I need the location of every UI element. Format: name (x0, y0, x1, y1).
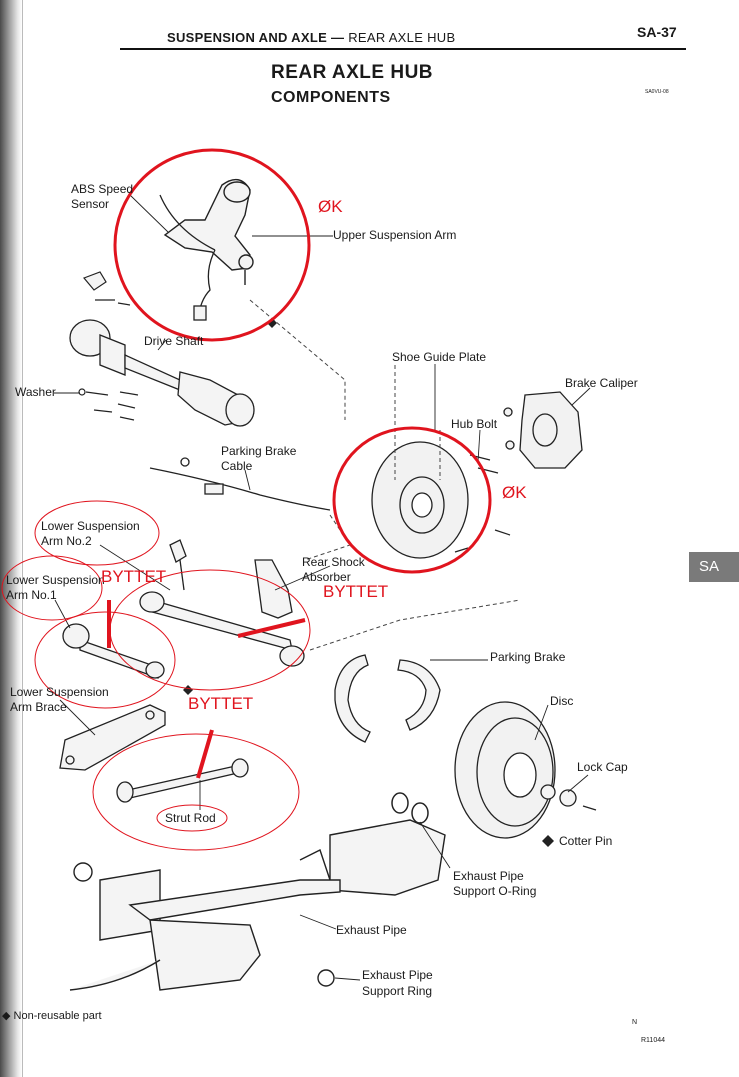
label-parking-brake-cable-1: Parking Brake (221, 444, 297, 458)
circle-lower-arm-no2 (34, 500, 160, 566)
parking-brake-shoes (334, 654, 441, 743)
leader-lines (54, 194, 591, 981)
header-separator: — (330, 30, 345, 45)
annotation-byttet-left: BYTTET (101, 567, 166, 586)
label-exhaust-ring-2: Support Ring (362, 984, 432, 998)
ok-circle-hub (332, 426, 492, 574)
circle-strut-rod-area (92, 733, 300, 851)
label-cotter-pin: Cotter Pin (559, 834, 612, 848)
annotation-ok-upper: ØK (318, 197, 343, 216)
annotation-byttet-right: BYTTET (323, 582, 388, 601)
label-drive-shaft: Drive Shaft (144, 334, 204, 348)
marker-bottom (196, 729, 214, 779)
circle-lower-arms-left (34, 611, 176, 709)
label-rear-shock-2: Absorber (302, 570, 351, 584)
drive-shaft (69, 319, 255, 427)
label-washer: Washer (15, 385, 56, 399)
label-abs-speed-2: Sensor (71, 197, 109, 211)
page-title: REAR AXLE HUB (271, 62, 434, 83)
circle-lower-arm-no1 (1, 555, 103, 621)
washer-bolts (78, 388, 139, 421)
annotation-ok-hub: ØK (502, 483, 527, 502)
footnote-non-reusable: ◆ Non-reusable part (2, 1010, 102, 1022)
page-edge (22, 0, 23, 1077)
label-exhaust-oring-1: Exhaust Pipe (453, 869, 524, 883)
page-number: SA-37 (637, 24, 677, 40)
abs-bracket-left (82, 271, 131, 306)
label-lower-arm-no1-1: Lower Suspension (6, 573, 105, 587)
brake-caliper (503, 391, 583, 469)
parking-brake-cable (149, 457, 331, 511)
label-exhaust-ring-1: Exhaust Pipe (362, 968, 433, 982)
label-upper-suspension-arm: Upper Suspension Arm (333, 228, 456, 242)
ok-circle-upper (113, 148, 311, 342)
header-section: SUSPENSION AND AXLE — REAR AXLE HUB (167, 30, 455, 45)
label-rear-shock-1: Rear Shock (302, 555, 366, 569)
label-lower-arm-no2-1: Lower Suspension (41, 519, 140, 533)
circle-strut-rod-label (156, 804, 228, 832)
shoe-guide-plate (371, 441, 469, 559)
label-lock-cap: Lock Cap (577, 760, 628, 774)
strut-rod (116, 758, 249, 803)
upper-suspension-arm (163, 178, 254, 285)
label-exhaust-pipe: Exhaust Pipe (336, 923, 407, 937)
label-hub-bolt: Hub Bolt (451, 417, 498, 431)
marker-right (237, 618, 306, 638)
label-lower-arm-brace-1: Lower Suspension (10, 685, 109, 699)
section-tab: SA (689, 552, 739, 582)
page-subtitle: COMPONENTS (271, 89, 391, 106)
brake-disc (454, 701, 556, 839)
annotation-byttet-bottom: BYTTET (188, 694, 253, 713)
o-rings (391, 792, 429, 824)
label-disc: Disc (550, 694, 573, 708)
lower-arm-brace (59, 704, 166, 771)
label-abs-speed-1: ABS Speed (71, 182, 133, 196)
label-lower-arm-no1-2: Arm No.1 (6, 588, 57, 602)
lower-suspension-arms (62, 539, 305, 679)
label-brake-caliper: Brake Caliper (565, 376, 638, 390)
lock-cap-cotter (540, 784, 597, 811)
label-lower-arm-brace-2: Arm Brace (10, 700, 67, 714)
label-exhaust-oring-2: Support O-Ring (453, 884, 536, 898)
label-lower-arm-no2-2: Arm No.2 (41, 534, 92, 548)
label-shoe-guide-plate: Shoe Guide Plate (392, 350, 486, 364)
corner-letter: N (632, 1019, 638, 1026)
abs-speed-sensor (159, 194, 216, 321)
figure-code: SA0VU-08 (645, 89, 669, 95)
label-parking-brake-cable-2: Cable (221, 459, 253, 473)
label-strut-rod: Strut Rod (165, 811, 216, 825)
scan-shadow (0, 0, 22, 1077)
label-parking-brake: Parking Brake (490, 650, 566, 664)
rear-shock-absorber (254, 559, 293, 619)
header-subsection: REAR AXLE HUB (348, 30, 456, 45)
header-section-title: SUSPENSION AND AXLE (167, 30, 328, 45)
header-rule (120, 48, 686, 50)
exhaust-system (69, 819, 446, 991)
corner-code: R11044 (641, 1037, 666, 1044)
red-annotations (1, 148, 492, 851)
